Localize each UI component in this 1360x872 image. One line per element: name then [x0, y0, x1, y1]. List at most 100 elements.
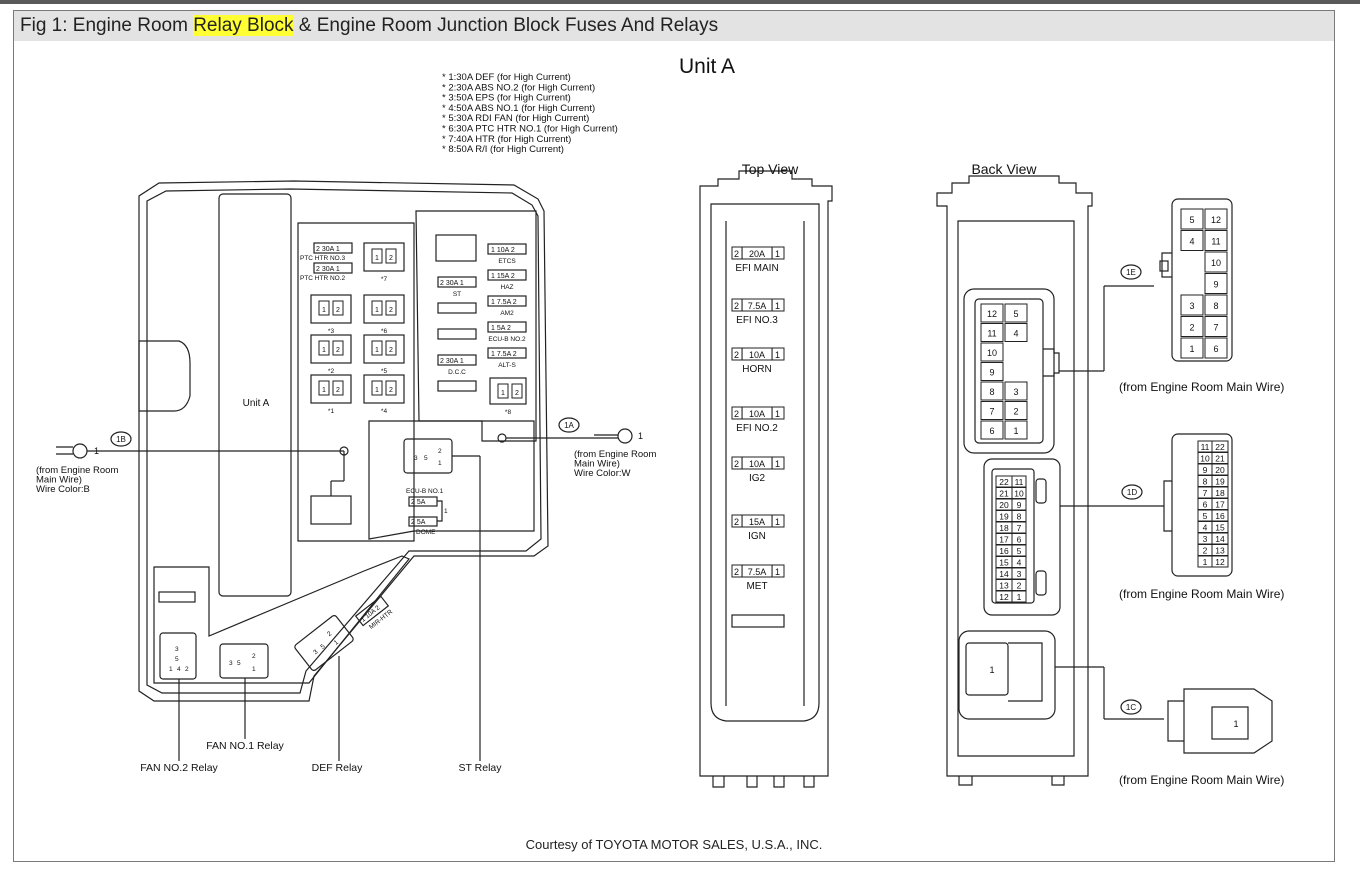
relay-pin-b: 2	[389, 255, 393, 262]
back-1e-cell	[980, 342, 1004, 362]
plug-1d-pin: 11	[1201, 442, 1210, 452]
top-fuse-name: EFI NO.2	[736, 423, 778, 434]
relay-box-5	[363, 334, 405, 364]
plug-1e-cell	[1180, 337, 1204, 359]
def-relay-pin: 3	[312, 648, 319, 656]
connector-1b-label: 1B	[116, 435, 126, 444]
plug-1d-pin: 1	[1203, 557, 1208, 567]
caption-highlight: Relay Block	[193, 15, 294, 36]
back-1e-outer	[963, 288, 1055, 454]
right-fuse-name: ETCS	[498, 258, 516, 265]
back-1d-pin: 11	[1015, 477, 1024, 487]
back-1e-cell	[980, 401, 1004, 420]
relay-mark: *4	[381, 408, 388, 415]
fan2-relay-label: FAN NO.2 Relay	[140, 762, 218, 774]
back-view-housing-outer	[936, 175, 1093, 777]
note-line: * 8:50A R/I (for High Current)	[442, 144, 564, 155]
ptc-fuse-name: PTC HTR NO.2	[300, 275, 346, 282]
relay-pin-a: 1	[501, 390, 505, 397]
st-relay-pin: 2	[438, 448, 442, 455]
top-fuse-rating: 7.5A	[748, 301, 767, 311]
def-relay-body	[294, 614, 354, 672]
plug-1c-badge	[1120, 699, 1142, 715]
top-fuse-rating: 20A	[749, 249, 765, 259]
relay-pin-box	[332, 340, 344, 356]
plug-1e-pin: 5	[1189, 215, 1194, 225]
back-1e-cell	[980, 420, 1004, 440]
wire-w-pin: 1	[638, 431, 643, 441]
caption-suffix: & Engine Room Junction Block Fuses And R…	[293, 15, 719, 36]
relay-pin-box	[371, 340, 383, 356]
blank-fuse-2	[437, 328, 477, 340]
top-fuse-rating: 7.5A	[748, 567, 767, 577]
am2-fuse-box	[487, 295, 527, 307]
plug-1e-cell	[1204, 208, 1228, 230]
mid-fuse-name: D.C.C	[448, 369, 466, 376]
mid-fuse-rating: 2 30A 1	[440, 280, 464, 287]
ptc-fuse-name: PTC HTR NO.3	[300, 255, 346, 262]
top-fuse-box	[731, 406, 785, 420]
relay-mark: *1	[328, 408, 335, 415]
top-view-title: Top View	[742, 161, 799, 177]
relay-pin-b: 2	[389, 387, 393, 394]
back-1d-pin: 5	[1017, 546, 1022, 556]
relay-box-top-right	[435, 234, 477, 262]
relay-pin-box	[385, 248, 397, 264]
st-relay-pin: 5	[424, 455, 428, 462]
st-relay-body	[403, 438, 453, 474]
back-1d-outer	[983, 458, 1061, 616]
back-1d-latch-2	[1035, 570, 1047, 596]
plug-1d-pin: 7	[1203, 488, 1208, 498]
mirhtr-fuse-box	[354, 595, 390, 627]
back-1d-pin: 1	[1017, 592, 1022, 602]
fan2-relay-pin: 3	[175, 646, 179, 653]
back-1e-cell	[1004, 323, 1028, 342]
relay-bay-left	[297, 222, 415, 542]
st-fuse-box	[437, 276, 477, 288]
top-fuse-pin-1: 1	[775, 517, 780, 527]
fan2-relay-pin: 5	[175, 656, 179, 663]
relay-pin-box	[385, 340, 397, 356]
top-fuse-box	[731, 347, 785, 361]
top-fuse-name: IG2	[749, 473, 766, 484]
relay-box-7	[363, 242, 405, 272]
small-fuse-lower	[158, 591, 196, 603]
plug-1c-label: 1C	[1126, 703, 1136, 712]
st-relay-label: ST Relay	[459, 762, 503, 774]
top-fuse-name: EFI NO.3	[736, 315, 778, 326]
relay-pin-a: 1	[322, 307, 326, 314]
right-fuse-name: AM2	[500, 310, 514, 317]
plug-1d-pin: 6	[1203, 500, 1208, 510]
wire-w-line-text: (from Engine Room	[574, 449, 656, 460]
high-current-notes: * 1:30A DEF (for High Current)* 2:30A AB…	[442, 72, 618, 155]
ptc-fuse-box-2	[313, 262, 353, 274]
def-relay-pin: 5	[319, 643, 326, 651]
unit-a-slot	[218, 193, 292, 597]
top-fuse-pin-2: 2	[734, 350, 739, 360]
back-1d-pin: 22	[999, 477, 1009, 487]
relay-pin-a: 1	[375, 347, 379, 354]
relay-pin-box	[385, 300, 397, 316]
back-1e-cell	[1004, 420, 1028, 440]
plug-1c-pin: 1	[1233, 719, 1238, 729]
relay-box-4	[363, 374, 405, 404]
plug-1e-pin: 3	[1189, 301, 1194, 311]
note-line: * 6:30A PTC HTR NO.1 (for High Current)	[442, 124, 618, 135]
back-1d-pin: 2	[1017, 581, 1022, 591]
wire-b-pin: 1	[94, 446, 99, 456]
wire-b-line-text: Wire Color:B	[36, 484, 90, 495]
relay-pin-box	[332, 300, 344, 316]
plug-1d-pin: 21	[1215, 454, 1225, 464]
ptc-fuse-rating: 2 30A 1	[316, 246, 340, 253]
right-fuse-rating: 1 5A 2	[491, 325, 511, 332]
back-1d-pin: 20	[999, 500, 1009, 510]
plug-1e-body	[1171, 198, 1233, 362]
relay-box-8	[489, 377, 527, 405]
relay-pin-box	[371, 300, 383, 316]
plug-1d-pin: 13	[1215, 546, 1225, 556]
plug-1d-badge	[1121, 484, 1143, 500]
relay-pin-a: 1	[375, 307, 379, 314]
